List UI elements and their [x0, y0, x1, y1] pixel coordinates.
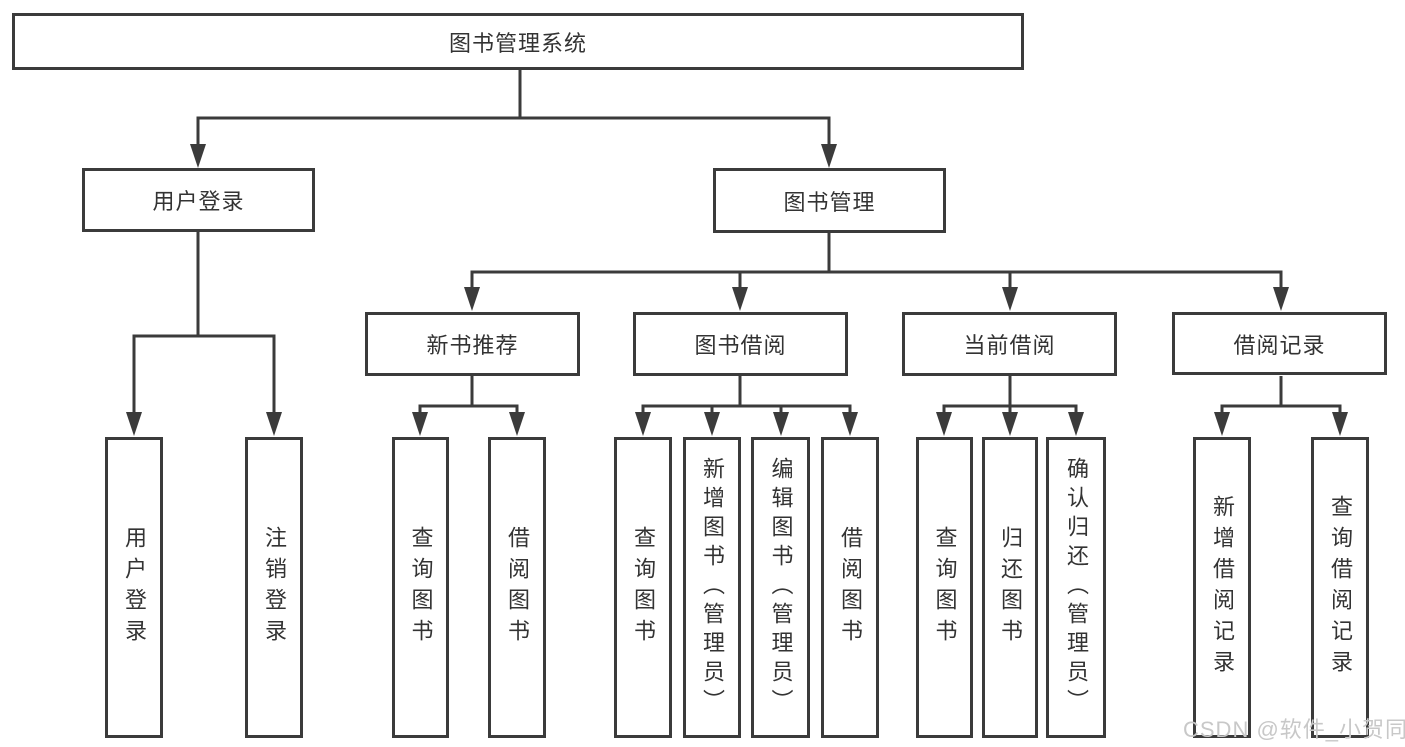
line [132, 334, 276, 412]
arrowhead [635, 412, 651, 436]
node-book-borrow: 图书借阅 [633, 312, 848, 376]
leaf-label: 用户登录 [122, 525, 147, 650]
leaf-label: 查询图书 [408, 525, 434, 650]
arrowhead [1273, 287, 1289, 311]
connector-root-to-level2 [196, 70, 831, 146]
leaf-label: 注销登录 [262, 525, 287, 650]
line [418, 404, 519, 414]
leaf-add-books-admin: 新增图书（管理员） [683, 437, 741, 738]
arrowhead [464, 287, 480, 311]
leaf-label: 新增借阅记录 [1210, 494, 1235, 681]
node-new-book-recommend-label: 新书推荐 [426, 333, 519, 358]
node-user-login: 用户登录 [82, 168, 315, 232]
arrowhead [412, 412, 428, 436]
leaf-label: 借阅图书 [505, 525, 530, 650]
node-root-label: 图书管理系统 [448, 30, 587, 56]
arrowhead [1068, 412, 1084, 436]
node-book-management-label: 图书管理 [783, 189, 876, 215]
arrowhead [704, 412, 720, 436]
leaf-add-borrow-record: 新增借阅记录 [1193, 437, 1251, 738]
node-book-borrow-label: 图书借阅 [694, 333, 787, 358]
arrowhead [1332, 412, 1348, 436]
leaf-user-login: 用户登录 [105, 437, 163, 738]
arrowhead [773, 412, 789, 436]
node-book-management: 图书管理 [713, 168, 946, 233]
leaf-confirm-return-admin: 确认归还（管理员） [1046, 437, 1106, 738]
node-borrow-records-label: 借阅记录 [1233, 332, 1326, 358]
leaf-logout: 注销登录 [245, 437, 303, 738]
node-borrow-records: 借阅记录 [1172, 312, 1387, 375]
leaf-recommend-query-books: 查询图书 [392, 437, 449, 738]
arrowhead [732, 287, 748, 311]
line [641, 404, 852, 414]
node-current-borrow: 当前借阅 [902, 312, 1117, 376]
node-root: 图书管理系统 [12, 13, 1024, 70]
arrowhead [821, 144, 837, 168]
leaf-label: 归还图书 [998, 525, 1023, 650]
node-current-borrow-label: 当前借阅 [963, 333, 1056, 358]
connector-current-borrow-branch [942, 376, 1078, 414]
leaf-label: 查询图书 [932, 525, 958, 650]
arrowhead [190, 144, 206, 168]
leaf-label: 新增图书（管理员） [700, 457, 725, 718]
arrowhead [126, 412, 142, 436]
node-user-login-label: 用户登录 [152, 189, 245, 214]
leaf-label: 编辑图书（管理员） [768, 457, 794, 718]
arrowhead [266, 412, 282, 436]
arrowhead [1002, 287, 1018, 311]
leaf-label: 查询图书 [631, 525, 656, 650]
leaf-label: 确认归还（管理员） [1064, 457, 1089, 718]
line [470, 270, 1283, 289]
leaf-recommend-borrow-books: 借阅图书 [488, 437, 546, 738]
line [1220, 404, 1342, 414]
watermark: CSDN @软件_小贺同学 [1183, 717, 1405, 742]
node-new-book-recommend: 新书推荐 [365, 312, 580, 376]
line [196, 116, 831, 146]
leaf-label: 借阅图书 [838, 525, 863, 650]
connector-book-borrow-branch [641, 376, 852, 414]
leaf-current-query-books: 查询图书 [916, 437, 973, 738]
leaf-edit-books-admin: 编辑图书（管理员） [751, 437, 810, 738]
leaf-query-borrow-record: 查询借阅记录 [1311, 437, 1369, 738]
leaf-borrow-borrow-books: 借阅图书 [821, 437, 879, 738]
arrowheads [126, 144, 1348, 436]
arrowhead [842, 412, 858, 436]
arrowhead [509, 412, 525, 436]
connector-book-management-branch [470, 233, 1283, 289]
connector-borrow-records-branch [1220, 376, 1342, 414]
leaf-borrow-query-books: 查询图书 [614, 437, 672, 738]
arrowhead [1214, 412, 1230, 436]
leaf-return-books: 归还图书 [982, 437, 1038, 738]
arrowhead [1002, 412, 1018, 436]
connector-new-book-recommend-branch [418, 376, 519, 414]
leaf-label: 查询借阅记录 [1328, 494, 1353, 681]
arrowhead [936, 412, 952, 436]
connector-user-login-branch [132, 232, 276, 412]
